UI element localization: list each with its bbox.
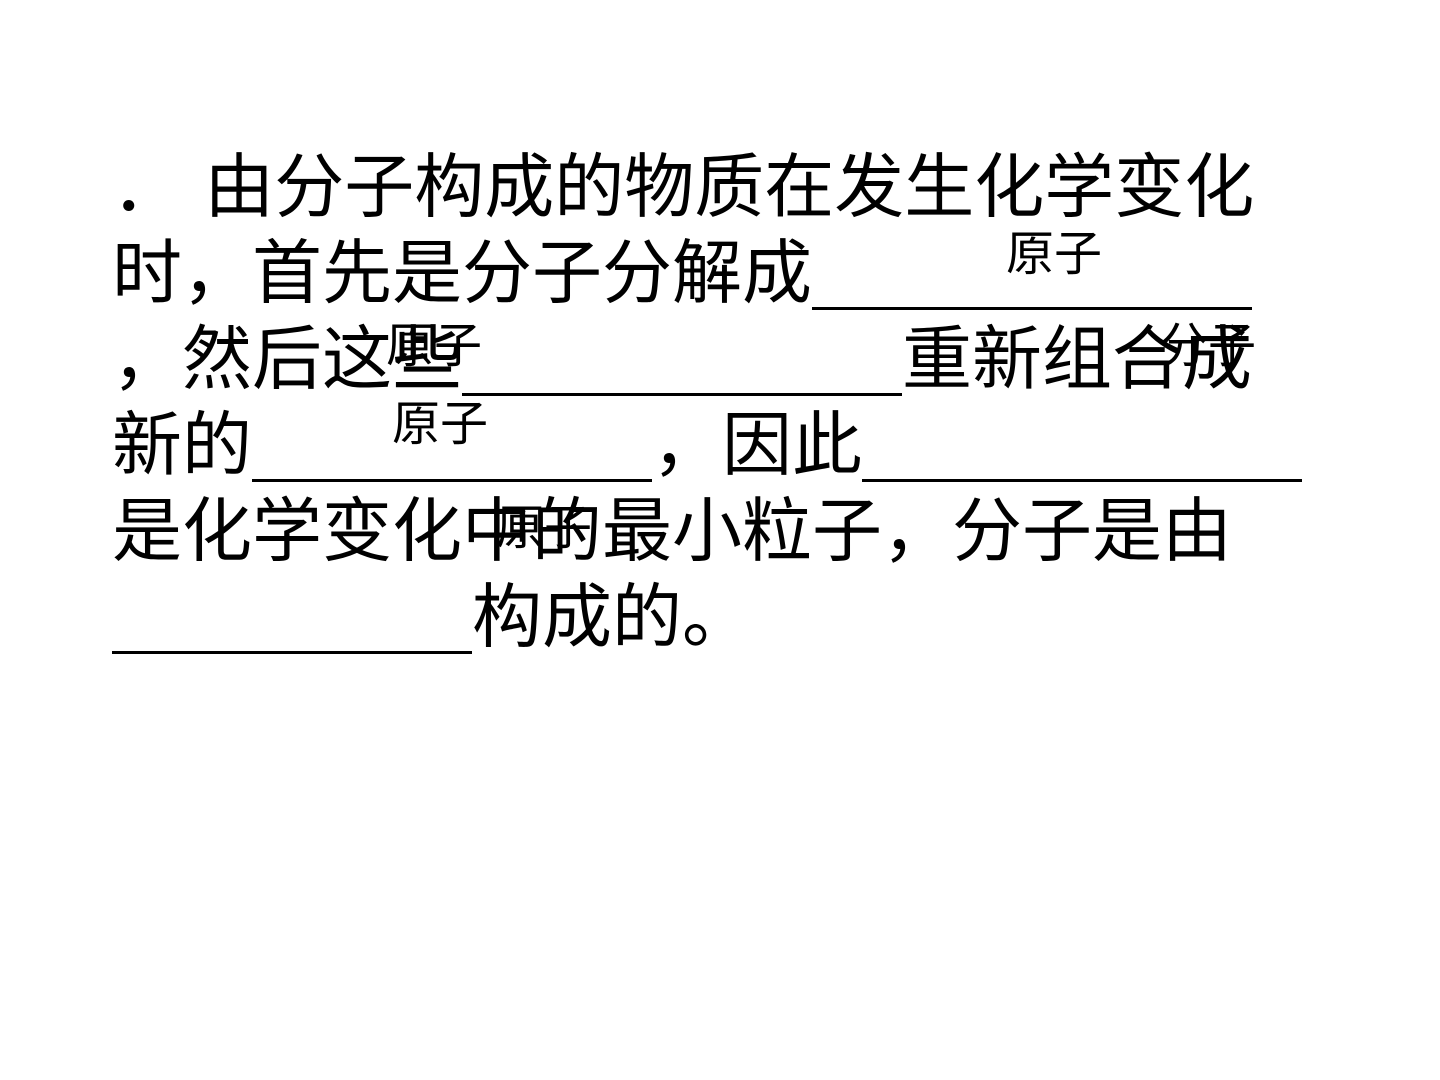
answer-blank-1: [812, 230, 1252, 316]
question-text: 是化学变化中的最小粒子，分子是由: [112, 490, 1232, 572]
answer-text-3: 分子: [1160, 318, 1257, 374]
question-text: ，然后这些: [112, 318, 462, 400]
question-text: 重新组合成: [902, 318, 1252, 400]
question-line-2: 时，首先是分子分解成: [112, 230, 1252, 316]
answer-text-2: 原子: [386, 318, 483, 374]
question-text: 构成的。: [472, 576, 752, 658]
answer-text-4: 原子: [392, 396, 489, 452]
question-line-6: 构成的。: [112, 574, 752, 660]
question-text: 新的: [112, 404, 252, 486]
answer-blank-5: [112, 574, 472, 660]
question-text: ． 由分子构成的物质在发生化学变化: [112, 146, 1255, 228]
answer-text-1: 原子: [1006, 226, 1103, 282]
answer-text-5: 原子: [496, 500, 593, 556]
question-text: 时，首先是分子分解成: [112, 232, 812, 314]
answer-blank-3: [252, 402, 652, 488]
answer-blank-2: [462, 316, 902, 402]
answer-blank-4: [862, 402, 1302, 488]
question-line-5: 是化学变化中的最小粒子，分子是由: [112, 488, 1232, 574]
question-line-3: ，然后这些 重新组合成: [112, 316, 1252, 402]
question-line-4: 新的 ，因此: [112, 402, 1302, 488]
question-text: ，因此: [652, 404, 862, 486]
question-line-1: ． 由分子构成的物质在发生化学变化: [112, 144, 1254, 230]
